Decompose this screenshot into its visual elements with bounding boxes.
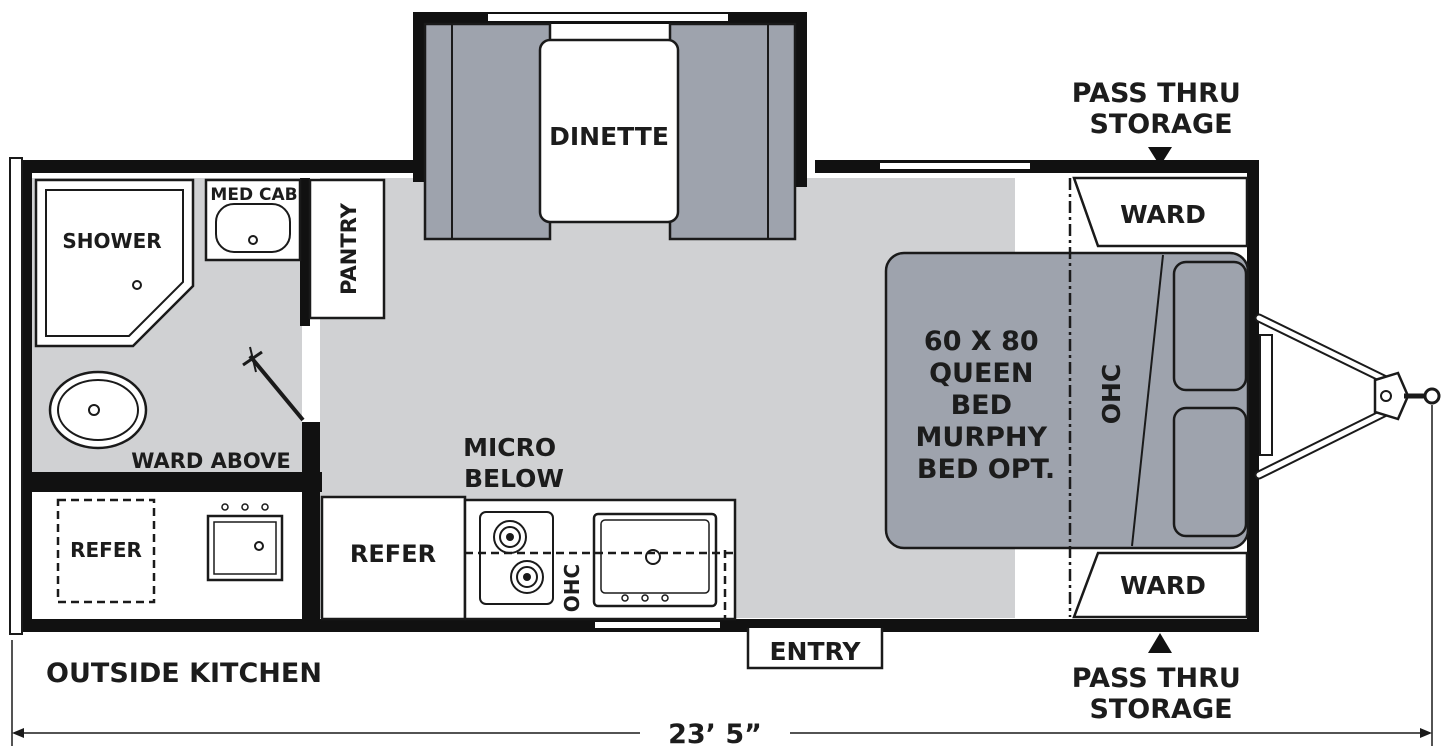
entry-label: ENTRY bbox=[769, 637, 861, 666]
med-cab-label: MED CAB bbox=[210, 185, 297, 205]
entry-door bbox=[746, 628, 884, 670]
pass-thru-bottom-arrow-icon bbox=[1148, 633, 1172, 653]
refrigerator bbox=[320, 495, 467, 621]
outside-refer bbox=[56, 498, 156, 604]
sink-vanity bbox=[204, 178, 302, 262]
refer-label: REFER bbox=[350, 540, 436, 568]
pantry-label: PANTRY bbox=[337, 202, 361, 295]
micro-below-label: MICRO BELOW bbox=[463, 433, 565, 493]
outside-kitchen bbox=[32, 492, 302, 619]
window-bedroom bbox=[880, 163, 1030, 169]
length-dimension-label: 23’ 5” bbox=[668, 719, 762, 750]
wardrobe-top bbox=[1072, 176, 1249, 248]
shower-label: SHOWER bbox=[62, 229, 161, 253]
outside-kitchen-label: OUTSIDE KITCHEN bbox=[46, 658, 322, 689]
outside-refer-label: REFER bbox=[70, 538, 142, 562]
dinette-table bbox=[538, 38, 680, 224]
bed-ohc-label: OHC bbox=[1097, 364, 1126, 425]
pass-thru-top-arrow-icon bbox=[1148, 147, 1172, 166]
queen-bed bbox=[884, 251, 1250, 550]
dinette-label: DINETTE bbox=[549, 122, 669, 151]
bed-label: 60 X 80 QUEEN BED MURPHY BED OPT. bbox=[916, 326, 1057, 485]
pass-thru-top-label: PASS THRU STORAGE bbox=[1072, 78, 1250, 140]
window-dinette bbox=[488, 14, 728, 21]
interior-walls bbox=[32, 178, 322, 620]
toilet bbox=[48, 370, 148, 450]
pass-thru-bottom-label: PASS THRU STORAGE bbox=[1072, 663, 1250, 725]
ward-above-label: WARD ABOVE bbox=[131, 449, 291, 473]
dimension-line bbox=[11, 405, 1433, 746]
wardrobe-bottom bbox=[1072, 551, 1249, 619]
dinette bbox=[423, 22, 797, 241]
pantry bbox=[308, 178, 386, 320]
bath-door bbox=[242, 346, 305, 422]
shower bbox=[34, 178, 195, 348]
kitchen-ohc-label: OHC bbox=[560, 564, 584, 612]
ward-bottom-label: WARD bbox=[1120, 571, 1206, 600]
kitchen-counter bbox=[463, 498, 737, 621]
ward-top-label: WARD bbox=[1120, 200, 1206, 229]
window-kitchen bbox=[595, 622, 720, 628]
trailer-hitch bbox=[1254, 313, 1441, 480]
